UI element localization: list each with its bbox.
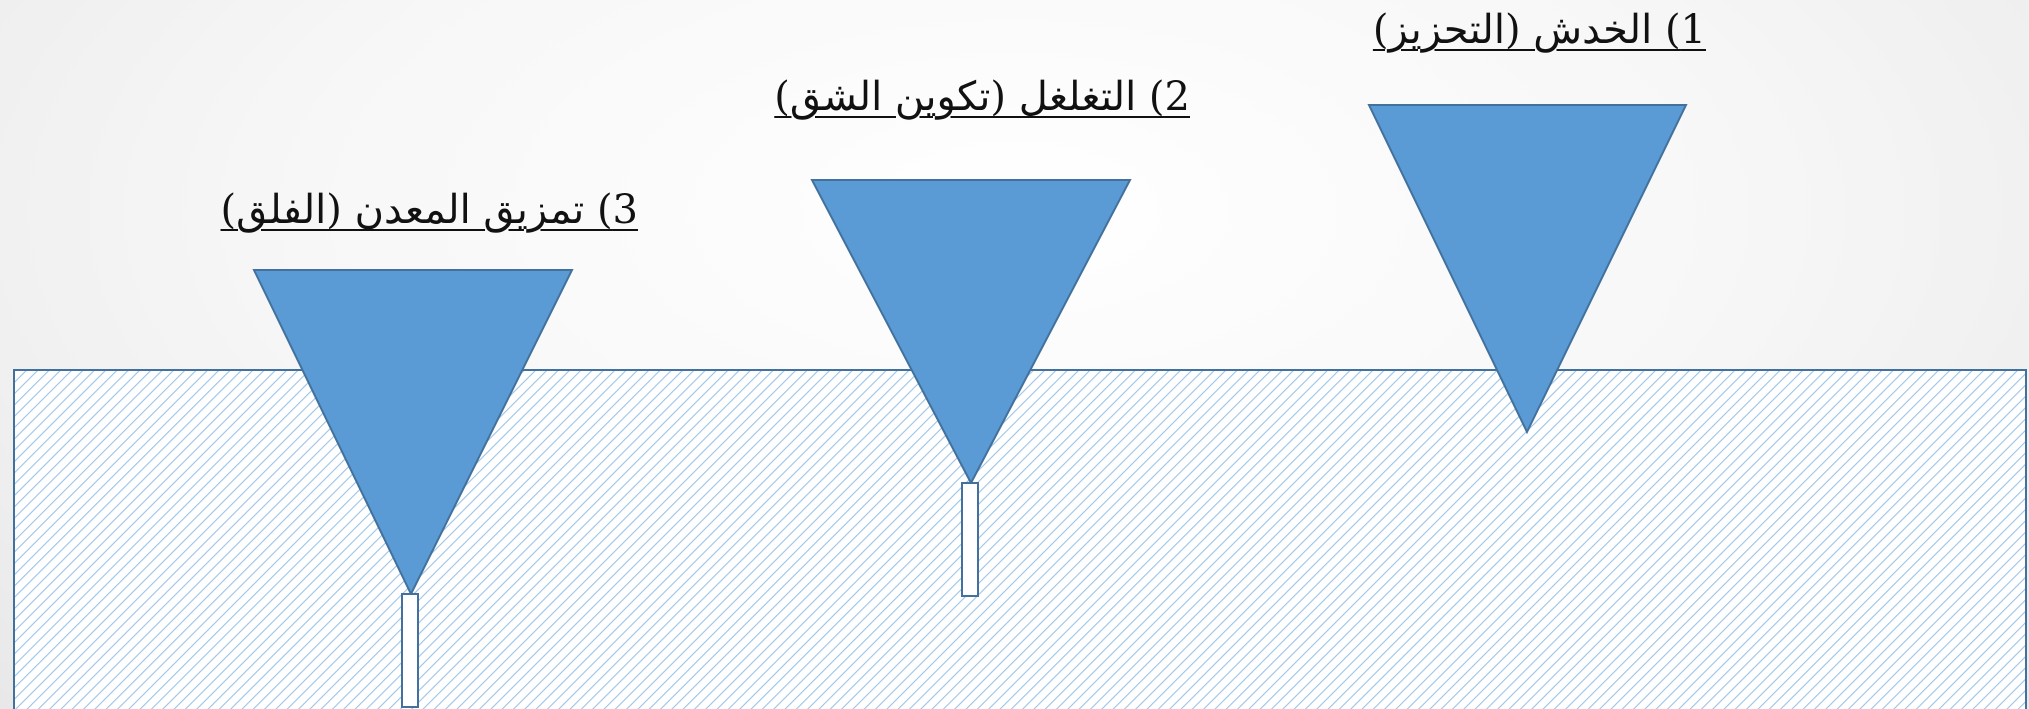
- metal-block: [13, 369, 2027, 709]
- crack-3: [401, 593, 419, 708]
- stage-2-label: 2) التغلغل (تكوين الشق): [774, 74, 1190, 120]
- stage-3-label: 3) تمزيق المعدن (الفلق): [220, 187, 638, 233]
- crack-2: [961, 482, 979, 597]
- stage-1-label: 1) الخدش (التحزيز): [1372, 7, 1706, 53]
- indenter-2-icon: [810, 179, 1132, 486]
- indenter-3-icon: [252, 269, 574, 597]
- indenter-1-icon: [1367, 104, 1688, 435]
